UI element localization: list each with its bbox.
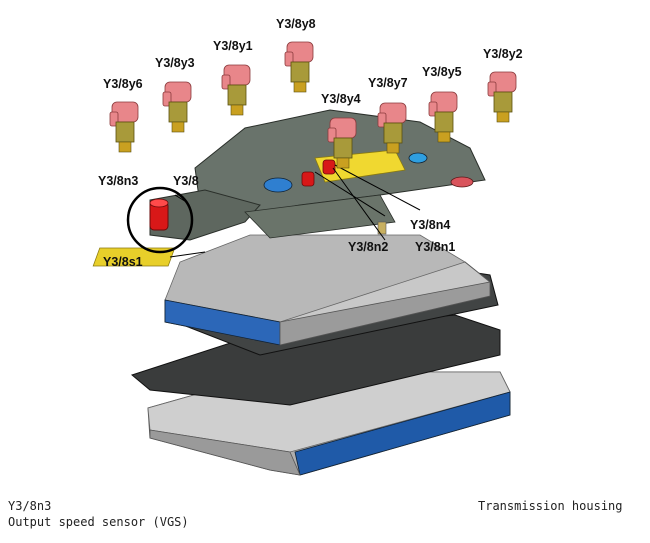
caption-code: Y3/8n3 [8, 499, 52, 513]
label-y3-8y7: Y3/8y7 [368, 76, 408, 90]
solenoid-y4 [327, 117, 357, 169]
solenoid-y8 [284, 41, 314, 93]
solenoid-y7 [377, 102, 407, 154]
label-y3-8y2: Y3/8y2 [483, 47, 523, 61]
label-y3-8n1: Y3/8n1 [415, 240, 456, 254]
label-y3-8y5: Y3/8y5 [422, 65, 462, 79]
label-y3-8y4: Y3/8y4 [321, 92, 361, 106]
label-y3-8y6: Y3/8y6 [103, 77, 143, 91]
upper-valve-body [92, 234, 492, 346]
label-y3-8y8: Y3/8y8 [276, 17, 316, 31]
solenoid-valves [109, 41, 517, 169]
label-y3-8y1: Y3/8y1 [213, 39, 253, 53]
solenoid-y6 [109, 101, 139, 153]
output-speed-sensor [126, 186, 194, 254]
label-y3-8n4: Y3/8n4 [410, 218, 451, 232]
solenoid-y5 [428, 91, 458, 143]
label-y3-8y3: Y3/8y3 [155, 56, 195, 70]
label-y3-8s1: Y3/8s1 [103, 255, 143, 269]
caption-description: Output speed sensor (VGS) [8, 515, 189, 529]
label-y3-8n2: Y3/8n2 [348, 240, 389, 254]
caption-right: Transmission housing [478, 499, 623, 513]
solenoid-y3 [162, 81, 192, 133]
leader-lines [169, 164, 421, 258]
highlight-circle [126, 186, 194, 254]
label-y3-8n3: Y3/8n3 [98, 174, 139, 188]
solenoid-y2 [487, 71, 517, 123]
solenoid-y1 [221, 64, 251, 116]
label-y3-8: Y3/8 [173, 174, 199, 188]
